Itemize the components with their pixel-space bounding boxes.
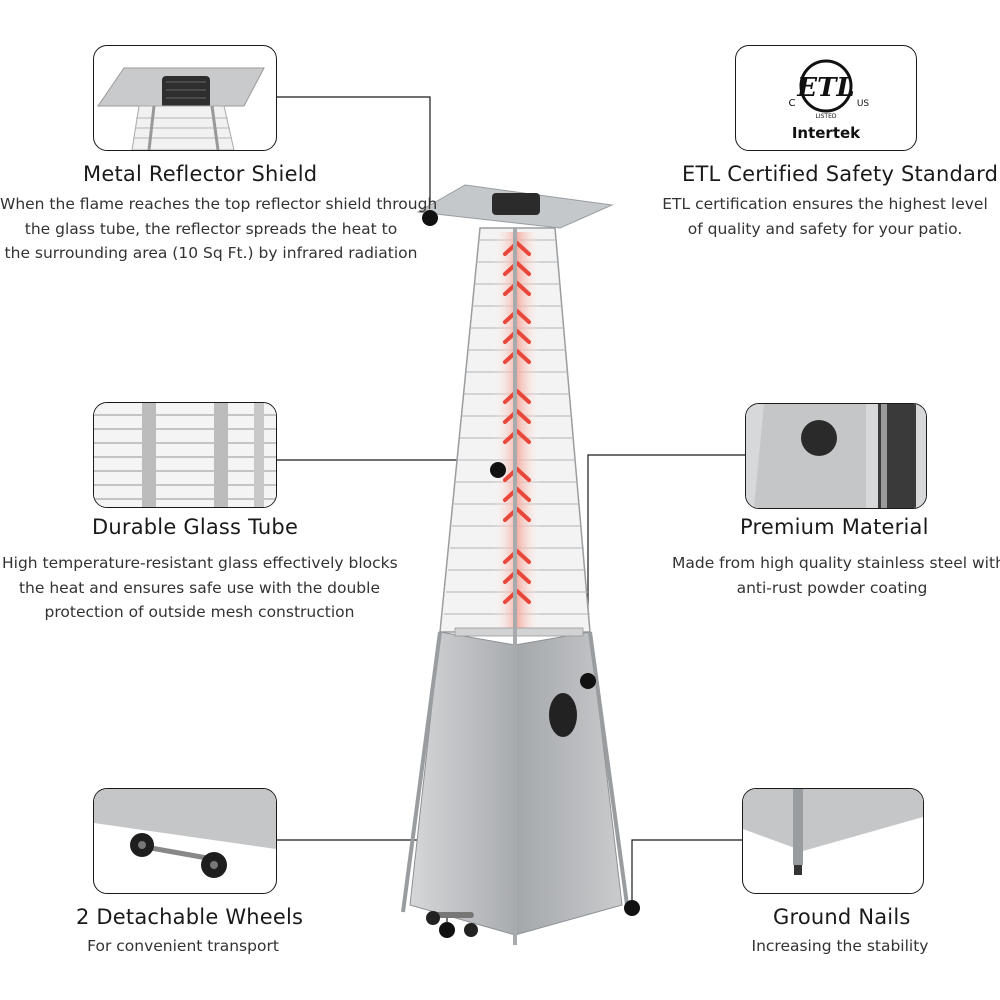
wheels-description: For convenient transport	[70, 934, 296, 959]
material-description: Made from high quality stainless steel w…	[672, 551, 1000, 600]
wheels-image	[94, 789, 276, 878]
etl-desc-line: ETL certification ensures the highest le…	[662, 195, 988, 213]
reflector-pointer-dot	[422, 210, 438, 226]
etl-description: ETL certification ensures the highest le…	[660, 192, 990, 241]
reflector-thumbnail	[93, 45, 277, 151]
material-thumbnail	[745, 403, 927, 509]
nails-title: Ground Nails	[773, 905, 911, 929]
nails-pointer-dot	[624, 900, 640, 916]
svg-text:US: US	[857, 99, 870, 109]
etl-logo-box: ETL C US LISTED Intertek	[735, 45, 917, 151]
glass-tube-thumbnail	[93, 402, 277, 508]
etl-desc-line: of quality and safety for your patio.	[687, 219, 963, 238]
glass-title: Durable Glass Tube	[92, 515, 299, 539]
wheels-desc-line: For convenient transport	[87, 937, 279, 955]
svg-text:ETL: ETL	[796, 73, 854, 103]
material-desc-line: anti-rust powder coating	[736, 578, 928, 597]
material-pointer-dot	[580, 673, 596, 689]
etl-listed-logo: ETL C US LISTED Intertek	[789, 59, 870, 142]
glass-desc-line: the heat and ensures safe use with the d…	[18, 578, 380, 597]
etl-title: ETL Certified Safety Standard	[682, 162, 999, 186]
nails-description: Increasing the stability	[740, 934, 940, 959]
reflector-desc-line: When the flame reaches the top reflector…	[0, 195, 438, 213]
ground-nails-thumbnail	[742, 788, 924, 894]
svg-text:Intertek: Intertek	[792, 124, 861, 142]
wheels-thumbnail	[93, 788, 277, 894]
wheels-pointer-dot	[439, 922, 455, 938]
reflector-shield-image	[97, 67, 265, 150]
svg-text:C: C	[789, 98, 796, 109]
reflector-desc-line: the glass tube, the reflector spreads th…	[24, 219, 398, 238]
material-title: Premium Material	[740, 515, 929, 539]
stainless-steel-image	[746, 404, 926, 508]
material-desc-line: Made from high quality stainless steel w…	[672, 554, 1000, 572]
glass-desc-line: High temperature-resistant glass effecti…	[2, 554, 398, 572]
nails-desc-line: Increasing the stability	[751, 937, 929, 955]
glass-description: High temperature-resistant glass effecti…	[2, 551, 398, 625]
reflector-description: When the flame reaches the top reflector…	[0, 192, 438, 266]
reflector-desc-line: the surrounding area (10 Sq Ft.) by infr…	[4, 244, 418, 262]
ground-nail-image	[743, 789, 923, 875]
wheels-title: 2 Detachable Wheels	[76, 905, 304, 929]
svg-text:LISTED: LISTED	[816, 113, 837, 120]
glass-desc-line: protection of outside mesh construction	[44, 603, 355, 621]
glass-pointer-dot	[490, 462, 506, 478]
glass-tube-image	[94, 403, 276, 507]
reflector-title: Metal Reflector Shield	[83, 162, 318, 186]
